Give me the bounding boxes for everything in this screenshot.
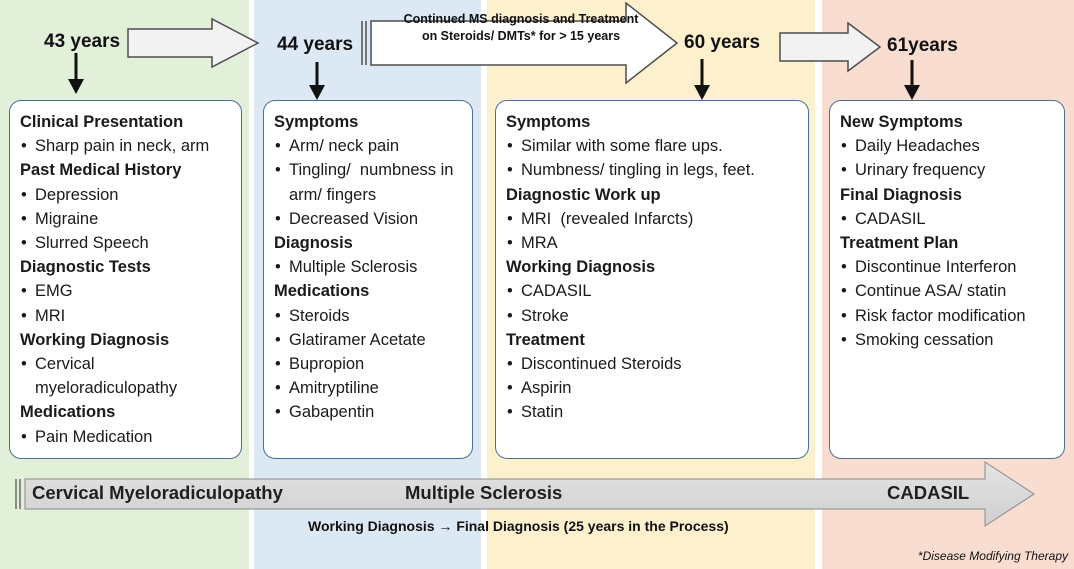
section-item: Arm/ neck pain: [274, 134, 462, 158]
section-heading: Medications: [274, 282, 370, 301]
card-43-years: Clinical Presentation Sharp pain in neck…: [9, 100, 242, 459]
age-label-43: 43 years: [44, 31, 121, 52]
section-heading: Diagnostic Work up: [506, 185, 661, 204]
down-arrow-43: [68, 53, 84, 94]
diagnosis-label-ms: Multiple Sclerosis: [405, 482, 563, 503]
section-heading: New Symptoms: [840, 113, 963, 131]
section-item: Migraine: [20, 207, 231, 231]
age-label-44: 44 years: [277, 34, 354, 55]
continued-note-line: Continued MS diagnosis and Treatment: [403, 12, 639, 26]
section-item: Discontinue Interferon: [840, 255, 1054, 279]
section-heading: Final Diagnosis: [840, 185, 962, 204]
section-heading: Diagnostic Tests: [20, 258, 151, 277]
section-item: EMG: [20, 279, 231, 303]
arrow-44-to-60: [370, 1, 679, 85]
section-item: Tingling/ numbness in arm/ fingers: [274, 158, 462, 206]
big-diagnosis-arrow: [24, 461, 1035, 527]
card-61-years: New Symptoms Daily Headaches Urinary fre…: [829, 100, 1065, 459]
section-item: MRA: [506, 231, 798, 255]
down-arrow-60: [694, 59, 710, 100]
section-item: Similar with some flare ups.: [506, 134, 798, 158]
section-heading: Clinical Presentation: [20, 113, 184, 131]
section-item: Pain Medication: [20, 425, 231, 449]
section-item: Aspirin: [506, 376, 798, 400]
section-heading: Symptoms: [506, 113, 591, 131]
process-caption: Working Diagnosis → Final Diagnosis (25 …: [308, 518, 729, 534]
section-item: Urinary frequency: [840, 158, 1054, 182]
section-item: MRI: [20, 304, 231, 328]
continued-treatment-note: Continued MS diagnosis and Treatment on …: [376, 11, 666, 45]
section-item: Gabapentin: [274, 400, 462, 424]
section-item: Daily Headaches: [840, 134, 1054, 158]
section-heading: Working Diagnosis: [20, 330, 170, 349]
section-item: Slurred Speech: [20, 231, 231, 255]
section-item: Glatiramer Acetate: [274, 328, 462, 352]
footnote: *Disease Modifying Therapy: [917, 549, 1068, 563]
section-item: Amitryptiline: [274, 376, 462, 400]
diagnosis-label-cadasil: CADASIL: [887, 482, 970, 503]
section-item: CADASIL: [506, 279, 798, 303]
section-heading: Diagnosis: [274, 234, 353, 253]
section-item: Numbness/ tingling in legs, feet.: [506, 158, 798, 182]
section-item: Bupropion: [274, 352, 462, 376]
section-heading: Medications: [20, 403, 116, 422]
age-label-60: 60 years: [684, 32, 761, 53]
section-item: Smoking cessation: [840, 328, 1054, 352]
section-heading: Treatment: [506, 330, 585, 349]
card-44-years: Symptoms Arm/ neck pain Tingling/ numbne…: [263, 100, 473, 459]
section-item: MRI (revealed Infarcts): [506, 207, 798, 231]
age-label-61: 61years: [887, 35, 958, 56]
section-item: Statin: [506, 400, 798, 424]
section-item: Depression: [20, 183, 231, 207]
diagnosis-label-cervical: Cervical Myeloradiculopathy: [32, 482, 283, 503]
arrow-60-to-61: [779, 21, 882, 73]
section-item: Sharp pain in neck, arm: [20, 134, 231, 158]
section-item: Discontinued Steroids: [506, 352, 798, 376]
section-heading: Past Medical History: [20, 161, 182, 180]
section-item: Multiple Sclerosis: [274, 255, 462, 279]
section-item: Steroids: [274, 304, 462, 328]
down-arrow-44: [309, 62, 325, 100]
section-item: Risk factor modification: [840, 304, 1054, 328]
arrow-43-to-44: [127, 17, 260, 69]
section-item: CADASIL: [840, 207, 1054, 231]
section-heading: Treatment Plan: [840, 234, 959, 253]
down-arrow-61: [904, 60, 920, 100]
section-heading: Symptoms: [274, 113, 359, 131]
section-item: Continue ASA/ statin: [840, 279, 1054, 303]
section-item: Decreased Vision: [274, 207, 462, 231]
continued-note-line: on Steroids/ DMTs* for > 15 years: [421, 29, 621, 43]
section-item: Cervical myeloradiculopathy: [20, 352, 225, 400]
section-item: Stroke: [506, 304, 798, 328]
card-60-years: Symptoms Similar with some flare ups. Nu…: [495, 100, 809, 459]
section-heading: Working Diagnosis: [506, 258, 656, 277]
